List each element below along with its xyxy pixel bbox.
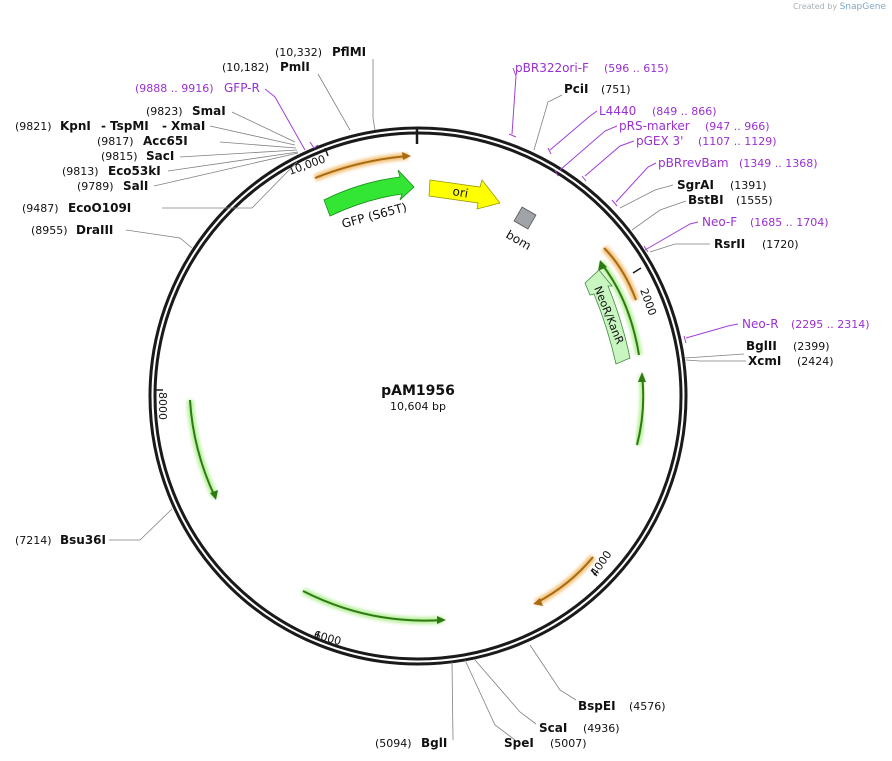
feature-label-ori: ori [451, 184, 469, 200]
site-sep-1: - [101, 119, 106, 133]
site-saci[interactable]: SacI [146, 149, 174, 163]
plasmid-name: pAM1956 [381, 383, 455, 399]
site-bspei-pos: (4576) [629, 700, 666, 713]
tick-label-2000: 2000 [637, 287, 659, 318]
site-spei[interactable]: SpeI [504, 736, 534, 750]
primer-leaders [264, 67, 739, 344]
site-tspmi[interactable]: TspMI [110, 119, 149, 133]
site-bgli-pos: (5094) [375, 737, 412, 750]
primer-prs-marker-range: (947 .. 966) [705, 120, 770, 133]
primer-neo-r-range: (2295 .. 2314) [791, 318, 870, 331]
site-acc65i-pos: (9817) [97, 135, 134, 148]
site-smai[interactable]: SmaI [192, 104, 226, 118]
primer-pbr322ori-f[interactable]: pBR322ori-F [515, 61, 589, 75]
primer-prs-marker[interactable]: pRS-marker [619, 119, 690, 133]
site-kpni[interactable]: KpnI [60, 119, 91, 133]
site-xcmi-pos: (2424) [797, 355, 834, 368]
site-pcii-pos: (751) [601, 83, 631, 96]
plasmid-backbone [148, 126, 688, 666]
site-pmli[interactable]: PmlI [280, 60, 310, 74]
site-sgrai-pos: (1391) [730, 179, 767, 192]
tick-label-8000: 8000 [156, 392, 169, 420]
site-draiii[interactable]: DraIII [76, 223, 113, 237]
site-bstbi[interactable]: BstBI [688, 193, 724, 207]
primer-gfp-r-range: (9888 .. 9916) [135, 82, 214, 95]
site-smai-pos: (9823) [146, 105, 183, 118]
site-bsu36i-pos: (7214) [15, 534, 52, 547]
site-sgrai[interactable]: SgrAI [677, 178, 714, 192]
site-saci-pos: (9815) [101, 150, 138, 163]
feature-label-bom: bom [504, 227, 534, 252]
feature-neor-kanr[interactable]: NeoR/KanR [584, 269, 631, 365]
primer-pbrrevbam[interactable]: pBRrevBam [658, 156, 729, 170]
primer-neo-f-range: (1685 .. 1704) [750, 216, 829, 229]
site-sep-2: - [162, 119, 167, 133]
feature-gfp-s65t[interactable]: GFP (S65T) [323, 169, 415, 231]
snapgene-watermark: Created by SnapGene [793, 2, 886, 12]
site-rsrii-pos: (1720) [762, 238, 799, 251]
site-bsu36i[interactable]: Bsu36I [60, 533, 106, 547]
site-scai[interactable]: ScaI [539, 721, 567, 735]
primer-neo-f[interactable]: Neo-F [702, 215, 737, 229]
site-ecoo109i-pos: (9487) [22, 202, 59, 215]
primer-pbr322ori-f-range: (596 .. 615) [604, 62, 669, 75]
primer-pgex-3[interactable]: pGEX 3' [636, 134, 683, 148]
feature-bom[interactable]: bom [504, 206, 537, 253]
site-ecoo109i[interactable]: EcoO109I [68, 201, 131, 215]
tick-marks [155, 147, 642, 641]
site-bstbi-pos: (1555) [736, 194, 773, 207]
site-draiii-pos: (8955) [31, 224, 68, 237]
site-eco53ki[interactable]: Eco53kI [108, 164, 161, 178]
primer-pbrrevbam-range: (1349 .. 1368) [739, 157, 818, 170]
site-xcmi[interactable]: XcmI [748, 354, 781, 368]
site-scai-pos: (4936) [583, 722, 620, 735]
site-kpni-pos: (9821) [15, 120, 52, 133]
site-bglii[interactable]: BglII [746, 339, 777, 353]
restriction-leaders [109, 59, 746, 741]
primer-l4440[interactable]: L4440 [599, 104, 636, 118]
site-xmai[interactable]: XmaI [171, 119, 205, 133]
orf-arcs [186, 152, 647, 625]
site-spei-pos: (5007) [550, 737, 587, 750]
site-sali[interactable]: SalI [123, 179, 148, 193]
primer-l4440-range: (849 .. 866) [652, 105, 717, 118]
primer-pgex-3-range: (1107 .. 1129) [698, 135, 777, 148]
site-bglii-pos: (2399) [793, 340, 830, 353]
primer-neo-r[interactable]: Neo-R [742, 317, 779, 331]
site-bspei[interactable]: BspEI [578, 699, 616, 713]
site-eco53ki-pos: (9813) [62, 165, 99, 178]
site-rsrii[interactable]: RsrII [714, 237, 745, 251]
site-acc65i[interactable]: Acc65I [143, 134, 188, 148]
site-sali-pos: (9789) [77, 180, 114, 193]
site-bgli[interactable]: BglI [421, 736, 447, 750]
feature-ori[interactable]: ori [428, 179, 501, 210]
site-pcii[interactable]: PciI [564, 82, 589, 96]
plasmid-length: 10,604 bp [390, 400, 446, 413]
site-pflmi-pos: (10,332) [275, 46, 322, 59]
site-pflmi[interactable]: PflMI [332, 45, 366, 59]
primer-gfp-r[interactable]: GFP-R [224, 81, 260, 95]
site-pmli-pos: (10,182) [222, 61, 269, 74]
